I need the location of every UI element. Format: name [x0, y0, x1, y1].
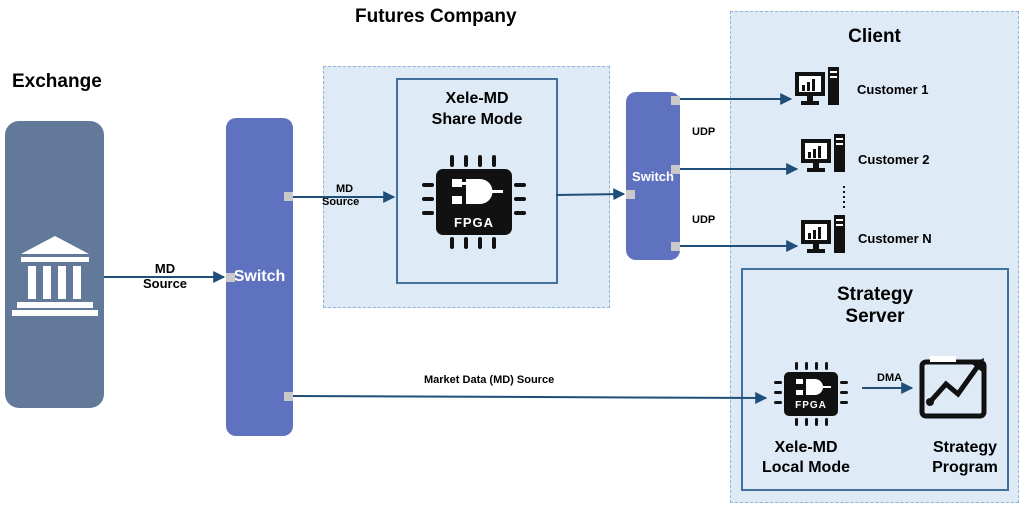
strategy-server-title-line1: Strategy	[836, 284, 914, 305]
local-mode-fpga-label: FPGA	[795, 400, 827, 411]
customer-1-label: Customer 1	[857, 82, 929, 97]
udp-label-top: UDP	[692, 126, 716, 138]
main-switch-label: Switch	[233, 268, 286, 285]
local-mode-title-line2: Local Mode	[761, 459, 850, 476]
local-mode-title-line1: Xele-MD	[774, 439, 838, 456]
md-source-label-exchange: MD Source	[132, 261, 198, 291]
main-switch-port-out-top	[284, 192, 293, 201]
md-source-label-share-line2: Source	[322, 196, 360, 208]
small-switch-port-out-n	[671, 242, 680, 251]
customer-n-computer-icon	[801, 215, 845, 253]
local-mode-title: Xele-MD Local Mode	[752, 438, 860, 478]
strategy-program-title-line2: Program	[932, 459, 998, 476]
fpga-chip-icon	[774, 362, 848, 426]
strategy-program-title: Strategy Program	[920, 438, 1010, 478]
strategy-server-title: Strategy Server	[741, 284, 1009, 328]
share-mode-fpga-chip: FPGA	[414, 152, 536, 252]
bank-icon	[12, 236, 98, 316]
small-switch-label: Switch	[632, 168, 674, 184]
md-source-label-exchange-line2: Source	[142, 276, 188, 291]
fpga-chip-icon	[422, 155, 526, 249]
main-switch-port-out-bottom	[284, 392, 293, 401]
share-mode-title-line2: Share Mode	[431, 111, 523, 128]
udp-label-bottom: UDP	[692, 214, 716, 226]
arrow-share-mode-to-small-switch	[555, 188, 626, 201]
md-source-label-share-line1: MD	[336, 183, 354, 195]
local-mode-fpga-chip: FPGA	[769, 360, 853, 428]
customer-2-computer-icon	[801, 134, 845, 172]
customer-1-computer-icon	[795, 67, 839, 105]
strategy-program-title-line1: Strategy	[932, 439, 998, 456]
small-switch-port-out-1	[671, 96, 680, 105]
exchange-title: Exchange	[12, 71, 102, 92]
strategy-server-title-line2: Server	[845, 306, 905, 327]
share-mode-fpga-label: FPGA	[453, 215, 495, 230]
more-customers-ellipsis	[843, 186, 846, 211]
exchange-block	[5, 121, 104, 408]
customer-2-label: Customer 2	[858, 152, 930, 167]
futures-company-title: Futures Company	[355, 6, 517, 27]
md-source-label-exchange-line1: MD	[154, 261, 176, 276]
dma-label: DMA	[877, 372, 903, 384]
small-switch-port-out-2	[671, 165, 680, 174]
share-mode-title-line1: Xele-MD	[445, 90, 509, 107]
market-data-source-label: Market Data (MD) Source	[424, 374, 555, 386]
share-mode-title: Xele-MD Share Mode	[396, 88, 558, 130]
main-switch: Switch	[226, 118, 293, 436]
strategy-chart-icon	[919, 356, 987, 419]
arrow-switch-to-local-mode	[292, 391, 768, 404]
small-switch: Switch	[626, 92, 680, 260]
main-switch-port-in	[226, 273, 235, 282]
small-switch-port-in	[626, 190, 635, 199]
md-source-label-share: MD Source	[322, 183, 359, 209]
client-title: Client	[848, 26, 901, 47]
customer-n-label: Customer N	[858, 231, 932, 246]
